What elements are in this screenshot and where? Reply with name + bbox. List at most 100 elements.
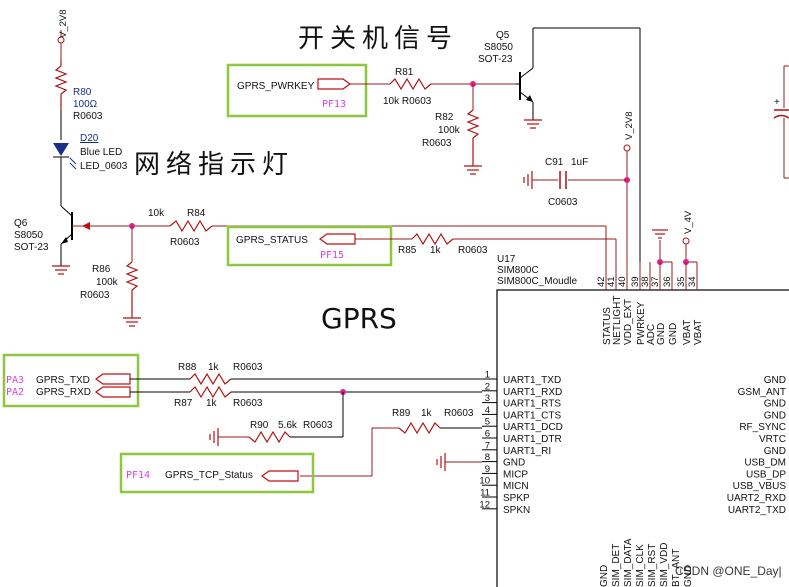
left-pin-label: UART1_RXD	[503, 387, 562, 398]
svg-text:PF13: PF13	[322, 99, 346, 110]
svg-text:100Ω: 100Ω	[73, 99, 98, 110]
power-symbol-v4v: V_4V	[682, 210, 694, 262]
top-pin-label: STATUS	[602, 307, 613, 345]
port-box-status	[226, 225, 393, 267]
resistor-r87: R87 1k R0603	[174, 385, 263, 409]
svg-text:5.6k: 5.6k	[278, 420, 298, 431]
svg-text:R0603: R0603	[80, 290, 110, 301]
right-pin-label: USB_DM	[744, 458, 786, 469]
left-pin-number: 3	[485, 393, 490, 404]
left-pin-label: UART1_RI	[503, 446, 551, 457]
left-pin-label: MICP	[503, 469, 528, 480]
ground-q5	[524, 119, 542, 129]
partial-capacitor-right: +	[773, 65, 789, 179]
bottom-pin-label: BT_ANT	[671, 549, 682, 587]
svg-text:PA3: PA3	[6, 375, 24, 386]
left-pin-number: 8	[485, 452, 490, 463]
capacitor-c91: C91 1uF C0603	[532, 157, 627, 208]
title-power-signal: 开关机信号	[298, 24, 458, 54]
svg-text:GPRS_PWRKEY: GPRS_PWRKEY	[237, 81, 315, 92]
right-pin-label: GND	[764, 375, 786, 386]
left-pin-label: SPKP	[503, 493, 530, 504]
left-pin-number: 10	[479, 476, 490, 487]
svg-text:+: +	[774, 97, 780, 108]
svg-text:100k: 100k	[96, 277, 119, 288]
left-pin-label: UART1_DTR	[503, 434, 562, 445]
left-pin-number: 12	[479, 499, 490, 510]
svg-text:C0603: C0603	[548, 197, 578, 208]
svg-text:1uF: 1uF	[571, 157, 588, 168]
svg-text:R84: R84	[187, 208, 206, 219]
top-pin-number: 42	[596, 276, 607, 287]
svg-text:GPRS_TXD: GPRS_TXD	[36, 375, 90, 386]
port-tcp-status: PF14 GPRS_TCP_Status	[126, 470, 299, 482]
left-pin-number: 11	[480, 488, 490, 499]
top-pin-number: 37	[650, 276, 661, 287]
left-pin-number: 4	[485, 405, 490, 416]
resistor-r84: 10k R84 R0603	[148, 208, 213, 248]
left-pin-number: 5	[485, 417, 490, 428]
svg-text:GPRS_RXD: GPRS_RXD	[36, 387, 91, 398]
left-pin-number: 7	[485, 440, 490, 451]
port-box-uart	[2, 353, 140, 408]
svg-text:R0603: R0603	[303, 420, 333, 431]
bottom-pin-label: SIM_DET	[611, 544, 622, 587]
svg-text:Blue LED: Blue LED	[80, 147, 122, 158]
left-pin-label: UART1_RTS	[503, 399, 561, 410]
bottom-pin-label: SIM_RST	[647, 544, 658, 587]
bottom-pin-label: SIM_DATA	[623, 538, 634, 587]
svg-text:GPRS_TCP_Status: GPRS_TCP_Status	[165, 470, 253, 481]
svg-text:R0603: R0603	[458, 245, 488, 256]
power-symbol-v2v8-top: V_2V8	[57, 9, 69, 60]
transistor-q6: Q6 S8050 SOT-23	[14, 200, 90, 266]
svg-text:R87: R87	[174, 398, 193, 409]
resistor-r81: R81 10k R0603	[383, 67, 432, 107]
svg-text:V_2V8: V_2V8	[58, 9, 69, 38]
svg-text:SOT-23: SOT-23	[478, 54, 513, 65]
svg-text:1k: 1k	[208, 362, 220, 373]
port-pwrkey: GPRS_PWRKEY PF13	[237, 78, 352, 110]
svg-text:PF15: PF15	[320, 250, 344, 261]
title-module: GPRS	[321, 302, 397, 335]
top-pin-number: 40	[617, 276, 628, 287]
left-pin-number: 2	[485, 381, 490, 392]
ground-r82	[464, 165, 482, 175]
bottom-pin-label: GND	[599, 565, 610, 587]
right-pin-label: UART2_RXD	[727, 493, 786, 504]
bottom-pin-label: SIM_CLK	[635, 544, 646, 587]
top-pin-label: ADC	[646, 324, 657, 345]
top-pin-label: GND	[668, 323, 679, 345]
svg-text:R0603: R0603	[233, 398, 263, 409]
resistor-r88: R88 1k R0603	[178, 362, 263, 386]
left-pin-number: 9	[485, 464, 490, 475]
right-pin-label: GND	[764, 446, 786, 457]
right-pin-label: USB_VBUS	[733, 481, 787, 492]
left-pin-label: UART1_TXD	[503, 375, 561, 386]
top-pin-label: VBAT	[682, 320, 693, 345]
svg-text:R0603: R0603	[73, 111, 103, 122]
ground-pin8	[436, 453, 446, 471]
resistor-r89: R89 1k R0603	[392, 408, 474, 435]
svg-text:1k: 1k	[430, 245, 442, 256]
ground-r90	[209, 428, 219, 446]
svg-text:R80: R80	[73, 87, 92, 98]
svg-text:SIM800C_Moudle: SIM800C_Moudle	[497, 276, 577, 287]
power-symbol-v2v8-mid: V_2V8	[623, 111, 635, 290]
bottom-pin-label: GND	[683, 565, 694, 587]
right-pin-label: GND	[764, 399, 786, 410]
top-pin-number: 36	[662, 276, 673, 287]
right-pin-label: UART2_TXD	[728, 505, 786, 516]
left-pin-label: UART1_DCD	[503, 422, 563, 433]
port-box-pwrkey	[226, 63, 368, 118]
led-d20: D20 Blue LED LED_0603	[53, 110, 128, 200]
ground-top-pins	[652, 229, 668, 262]
watermark: CSDN @ONE_Day|	[675, 564, 782, 578]
right-pin-label: USB_DP	[746, 469, 786, 480]
module-right-pins: GNDGSM_ANTGNDGNDRF_SYNCVRTCGNDUSB_DMUSB_…	[727, 375, 787, 516]
top-pin-label: GND	[656, 323, 667, 345]
ground-c91	[523, 171, 533, 189]
right-pin-label: GND	[764, 410, 786, 421]
